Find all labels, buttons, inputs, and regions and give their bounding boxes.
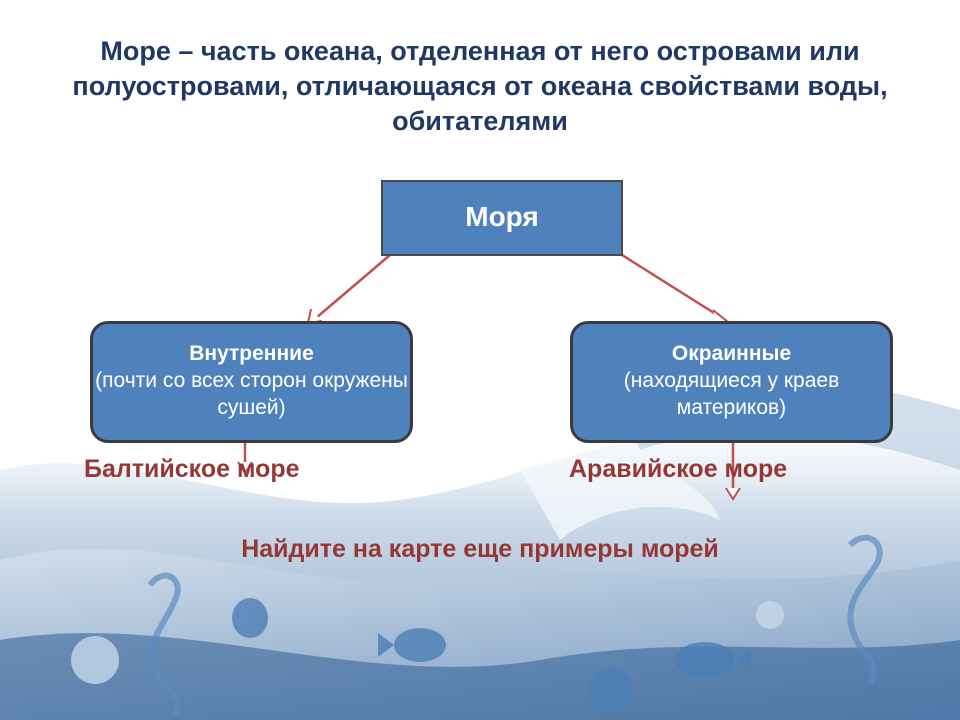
example-baltic-sea: Балтийское море xyxy=(84,455,300,483)
example-arabian-sea: Аравийское море xyxy=(569,455,788,483)
task-text: Найдите на карте еще примеры морей xyxy=(241,535,719,563)
node-inner-description: (почти со всех сторон окружены сушей) xyxy=(95,369,408,419)
node-marginal-heading: Окраинные xyxy=(671,342,792,365)
node-marginal-description: (находящиеся у краев материков) xyxy=(623,369,840,419)
node-inner-heading: Внутренние xyxy=(189,342,314,365)
node-marginal-seas: Окраинные (находящиеся у краев материков… xyxy=(570,321,893,443)
node-inner-seas: Внутренние (почти со всех сторон окружен… xyxy=(90,321,413,443)
slide-title: Море – часть океана, отделенная от него … xyxy=(72,36,888,136)
root-node-seas: Моря xyxy=(381,180,623,256)
